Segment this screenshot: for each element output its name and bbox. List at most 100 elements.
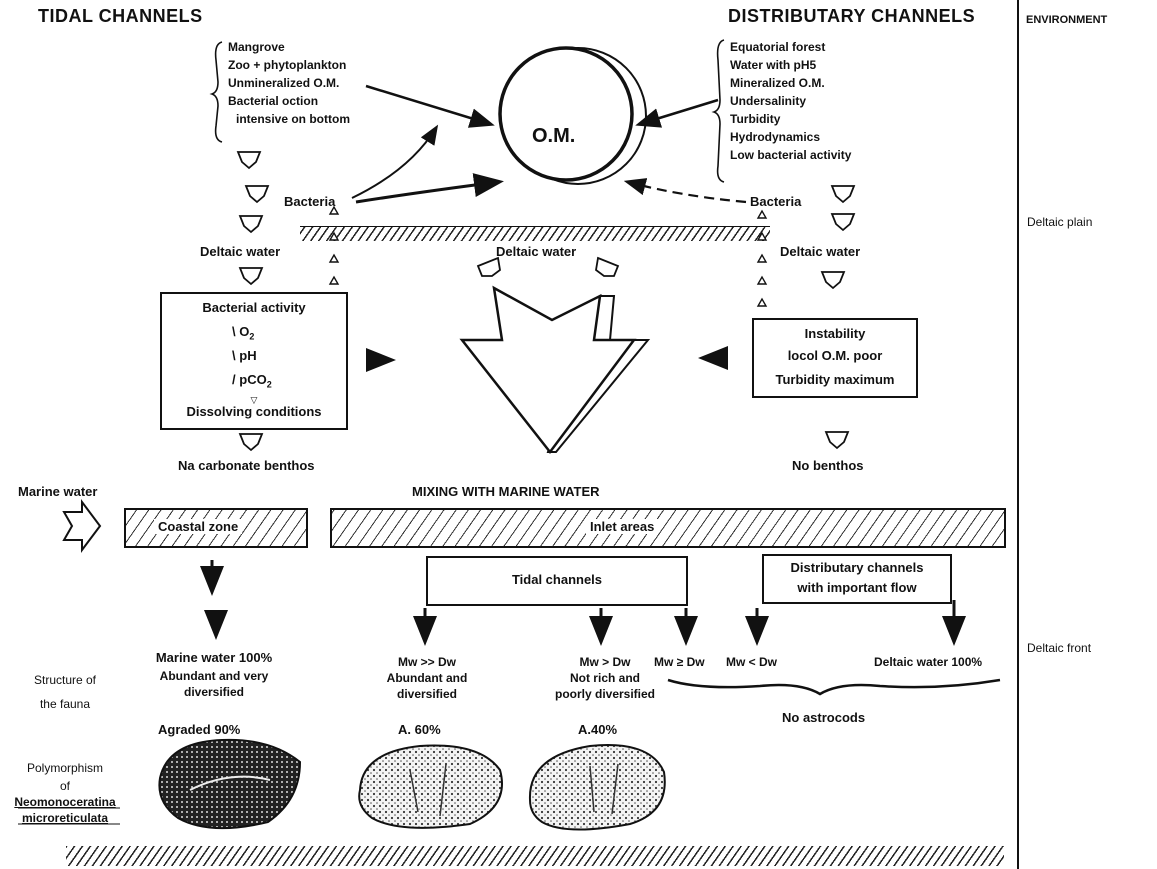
increase-mark: / [232,372,236,387]
right-source-item: Mineralized O.M. [730,76,825,90]
distributary-line: Distributary channels [790,560,924,575]
col-mw-much-line3: diversified [396,687,458,701]
marine-water-arrow [62,499,102,553]
bacteria-triangles-right [756,209,768,307]
polymorphism-line2: of [59,779,70,793]
left-source-item: intensive on bottom [236,112,350,126]
col-mw-gt-line1: Mw > Dw [579,655,631,669]
distributary-channels-box: Distributary channels with important flo… [762,554,952,604]
fossil-agraded [158,738,302,830]
ph-decrease: \ pH [232,348,257,364]
header-tidal-channels: TIDAL CHANNELS [38,6,203,26]
col-mw-much-line2: Abundant and [386,671,468,685]
left-source-item: Zoo + phytoplankton [228,58,347,72]
right-source-item: Hydrodynamics [730,130,821,144]
deltaic-water-center: Deltaic water [496,244,577,259]
structure-label-line1: Structure of [33,673,97,687]
environment-divider [1017,0,1019,869]
big-mixing-arrow [459,285,637,455]
left-source-item: Unmineralized O.M. [228,76,340,90]
col-mw-much-line1: Mw >> Dw [397,655,456,669]
om-label: O.M. [532,125,576,147]
right-brace [711,39,725,183]
left-brace [209,41,223,143]
deltaic-plain-hatch-band [300,226,770,241]
bacteria-triangles-left [328,205,340,285]
right-flow-arrows [820,185,856,450]
instability-line: Turbidity maximum [775,372,895,387]
env-deltaic-front: Deltaic front [1027,641,1092,655]
instability-box: Instability locol O.M. poor Turbidity ma… [752,318,918,398]
dissolving-conditions: Dissolving conditions [186,404,322,419]
marine-water-label: Marine water [18,484,98,499]
mixing-with-marine-water: MIXING WITH MARINE WATER [412,484,600,499]
left-sources-list: Mangrove Zoo + phytoplankton Unmineraliz… [228,38,350,128]
arrow-bacteria-left-to-om [355,173,504,204]
deltaic-water-left: Deltaic water [200,244,281,259]
pco2-increase: / pCO2 [232,372,272,393]
col-mw-gt-line3: poorly diversified [554,687,656,701]
agraded-percent: Agraded 90% [158,722,241,737]
decrease-mark: \ [232,324,236,339]
col-mw-lt: Mw < Dw [726,655,778,669]
tidal-channels-label: Tidal channels [511,572,603,587]
col-marine-line2: Abundant and very [159,669,269,683]
o2-subscript: 2 [249,331,255,342]
arrow-bacteria-right-dashed [623,178,747,204]
species-underline [18,807,120,825]
tidal-channels-box: Tidal channels [426,556,688,606]
fossil-a40 [528,744,666,831]
pco2-label: pCO [239,372,267,387]
env-deltaic-plain: Deltaic plain [1027,215,1093,229]
om-circle [498,46,634,182]
col-deltaic-water: Deltaic water 100% [874,655,983,669]
header-environment: ENVIRONMENT [1026,14,1108,26]
a60-percent: A. 60% [398,722,441,737]
a40-percent: A.40% [578,722,618,737]
arrow-mineralized-to-om [635,98,719,128]
col-mw-ge: Mw ≥ Dw [654,655,705,669]
coastal-zone-label: Coastal zone [154,519,243,534]
instability-line: locol O.M. poor [787,348,883,363]
decrease-mark: \ [232,348,236,363]
right-source-item: Turbidity [730,112,781,126]
right-sources-list: Equatorial forest Water with pH5 Mineral… [730,38,851,164]
no-carbonate-benthos: Na carbonate benthos [178,458,315,473]
header-distributary-channels: DISTRIBUTARY CHANNELS [728,6,976,26]
species-name-line1: Neomonoceratina [14,795,116,809]
o2-label: O [239,324,250,339]
fossil-a60 [358,744,503,829]
inlet-areas-label: Inlet areas [586,519,659,534]
deltaic-water-right: Deltaic water [780,244,861,259]
col-mw-gt-line2: Not rich and [569,671,640,685]
polymorphism-line1: Polymorphism [26,761,104,775]
right-source-item: Water with pH5 [730,58,817,72]
pco2-subscript: 2 [266,379,272,390]
center-flow-arrows [476,256,620,277]
no-ostracods-brace [667,678,1001,696]
left-source-item: Mangrove [228,40,285,54]
right-source-item: Undersalinity [730,94,807,108]
col-marine-line3: diversified [183,685,245,699]
bacterial-activity-title: Bacterial activity [202,300,306,315]
coastal-zone-box: Coastal zone [124,508,308,548]
right-source-item: Low bacterial activity [730,148,852,162]
arrow-unmineralized-to-om [365,84,495,128]
species-name-line2: microreticulata [21,811,109,825]
bacterial-activity-box: Bacterial activity \ O2 \ pH / pCO2 ▽ Di… [160,292,348,430]
structure-label-line2: the fauna [39,697,91,711]
right-source-item: Equatorial forest [730,40,826,54]
left-flow-arrows [236,151,270,452]
inlet-areas-band: Inlet areas [330,508,1006,548]
bacteria-left-label: Bacteria [284,194,336,209]
no-benthos: No benthos [792,458,864,473]
ph-label: pH [239,348,257,363]
bottom-hatch-band [66,846,1004,866]
left-source-item: Bacterial oction [228,94,319,108]
bacteria-right-label: Bacteria [750,194,802,209]
down-arrows-fauna [200,560,966,646]
no-ostracods: No astrocods [782,710,866,725]
col-marine-line1: Marine water 100% [155,650,273,665]
